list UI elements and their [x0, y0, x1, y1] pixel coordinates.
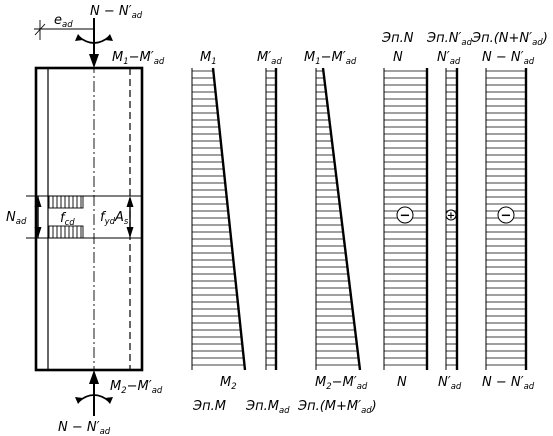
column-outline — [34, 66, 144, 372]
diagram-n-ad-hatching — [446, 70, 457, 366]
diagram-n-sum-bottom-label: N − N′ad — [482, 375, 535, 392]
diagram-n-sign: − — [400, 209, 411, 224]
diagram-m-ad-caption: Эп.Mad — [245, 399, 290, 416]
diagram-m-bottom-label: M2 — [220, 375, 237, 392]
diagram-n-sum-sign: − — [501, 209, 512, 224]
diagram-m: M1 M2 Эп.M — [191, 50, 247, 414]
diagram-m-ad-top-label: M′ad — [257, 50, 282, 67]
steel-force-arrows — [126, 196, 134, 238]
diagram-n-ad-sign: + — [447, 211, 455, 222]
n-ad-label: Nad — [6, 210, 27, 227]
column: ead N − N′ad M1−M′ad Nad fcd fydAs M2−M′… — [6, 4, 165, 436]
bottom-moment-label: M2−M′ad — [110, 379, 163, 396]
diagram-m-diff-top-label: M1−M′ad — [304, 50, 357, 67]
diagram-m-diff-bottom-label: M2−M′ad — [315, 375, 368, 392]
diagram-m-diff-caption: Эп.(M+M′ad) — [297, 399, 377, 416]
top-force-arrow — [89, 18, 99, 68]
diagram-m-top-label: M1 — [200, 50, 217, 67]
diagram-n-ad: + Эп.N′ad N′ad N′ad — [426, 31, 473, 392]
bottom-moment-arrow — [75, 394, 113, 404]
diagram-m-ad: M′ad Эп.Mad — [245, 50, 290, 416]
bottom-force-label: N − N′ad — [58, 420, 111, 436]
top-force-label: N − N′ad — [90, 4, 143, 21]
diagram-m-caption: Эп.M — [192, 399, 226, 414]
bottom-force-arrow — [89, 370, 99, 416]
concrete-stress-block-upper — [48, 195, 84, 209]
diagram-m-diff: M1−M′ad M2−M′ad Эп.(M+M′ad) — [297, 50, 377, 416]
diagram-m-ad-hatching — [266, 70, 276, 366]
diagram-n-ad-bottom-label: N′ad — [438, 375, 462, 392]
diagram-n-sum-sign-circle — [497, 206, 515, 224]
diagram-n-sum: − Эп.(N+N′ad) N − N′ad N − N′ad — [471, 31, 548, 392]
diagram-n-sign-circle — [396, 206, 414, 224]
eccentricity-label: ead — [54, 13, 73, 30]
diagram-n-ad-caption: Эп.N′ad — [426, 31, 473, 48]
diagram-n-sum-hatching — [486, 70, 526, 366]
n-ad-arrows — [34, 196, 42, 238]
top-moment-label: M1−M′ad — [112, 50, 165, 67]
diagram-n-bottom-label: N — [397, 375, 407, 390]
top-moment-arrow — [75, 34, 113, 44]
diagram-m-envelope — [211, 67, 247, 371]
eccentricity-dimension — [34, 20, 94, 40]
diagram-m-hatching — [192, 70, 245, 366]
diagram-m-diff-hatching — [316, 70, 360, 366]
diagram-n-caption: Эп.N — [381, 31, 414, 46]
f-cd-label: fcd — [60, 211, 75, 228]
diagram-n-sum-top-label: N − N′ad — [482, 50, 535, 67]
diagram-n-ad-top-label: N′ad — [437, 50, 461, 67]
concrete-stress-block-lower — [48, 225, 84, 239]
fyd-as-label: fydAs — [100, 210, 129, 227]
diagram-n-sum-caption: Эп.(N+N′ad) — [471, 31, 548, 48]
diagram-n-ad-sign-circle — [445, 209, 457, 221]
diagram-n-hatching — [384, 70, 427, 366]
diagram-n: − Эп.N N N — [381, 31, 429, 390]
diagram-m-diff-envelope — [321, 67, 362, 371]
diagram-n-top-label: N — [393, 50, 403, 65]
